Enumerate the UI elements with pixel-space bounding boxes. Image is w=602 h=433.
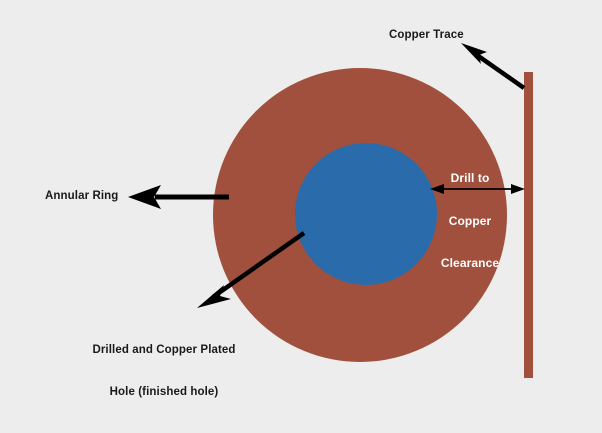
label-drill-to-copper-clearance: Drill to Copper Clearance (424, 143, 516, 299)
copper-trace-arrow (461, 43, 526, 90)
label-drilled-and-plated-hole: Drilled and Copper Plated Hole (finished… (83, 315, 245, 427)
label-drilled-hole-line-2: Hole (finished hole) (109, 386, 219, 399)
drilled-hole-circle (295, 143, 437, 285)
label-clearance-line-2: Copper (448, 213, 492, 228)
label-clearance-line-1: Drill to (450, 171, 490, 186)
label-drilled-hole-line-1: Drilled and Copper Plated (92, 344, 236, 357)
label-annular-ring: Annular Ring (45, 190, 119, 202)
drill-to-copper-clearance-arrow (430, 184, 525, 194)
label-clearance-line-3: Clearance (440, 256, 500, 271)
copper-trace-bar (524, 72, 533, 378)
label-copper-trace: Copper Trace (389, 29, 464, 41)
annular-ring-arrow (128, 185, 229, 209)
drilled-hole-arrow (197, 231, 306, 308)
